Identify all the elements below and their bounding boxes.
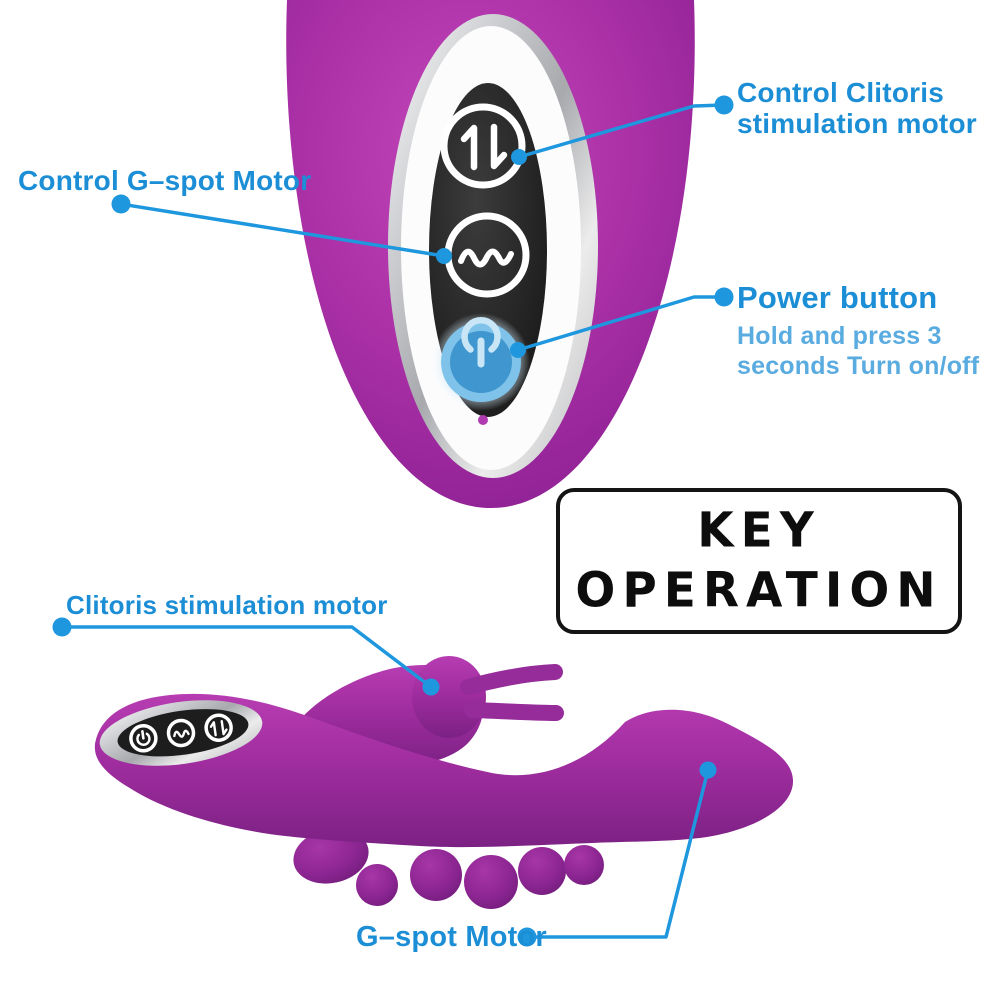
bottom-device [94, 656, 794, 909]
mini-wave-button [166, 718, 196, 748]
label-control-clitoris-line2: stimulation motor [737, 107, 977, 139]
mini-power-button [129, 724, 158, 753]
callout-power-button [510, 287, 734, 358]
callout-control-clitoris [511, 95, 734, 165]
bead [410, 849, 462, 901]
rabbit-ears [460, 664, 564, 721]
power-button [432, 313, 530, 411]
bead [464, 855, 518, 909]
label-power-button: Power button Hold and press 3 seconds Tu… [737, 280, 980, 381]
top-device [286, 0, 695, 508]
mini-speed-arrows-button [204, 713, 233, 742]
label-control-clitoris: Control Clitoris stimulation motor [737, 77, 977, 140]
top-panel-notch [478, 415, 488, 425]
bead [356, 864, 398, 906]
rabbit-head [412, 656, 486, 738]
bead [518, 847, 566, 895]
bottom-device-body [94, 693, 794, 848]
speed-arrows-icon [460, 123, 508, 171]
label-control-clitoris-line1: Control Clitoris [737, 77, 944, 108]
label-clitoris-motor: Clitoris stimulation motor [66, 590, 388, 620]
label-gspot-motor: G–spot Motor [356, 921, 547, 953]
callout-lines [52, 95, 734, 947]
power-button-title: Power button [737, 280, 938, 315]
callout-clitoris-motor [52, 617, 440, 696]
bead [564, 845, 604, 885]
key-operation-badge: KEY OPERATION [556, 488, 962, 634]
callout-gspot-motor [517, 761, 717, 947]
bead-chain [293, 828, 604, 909]
power-icon [461, 317, 501, 368]
label-control-gspot: Control G–spot Motor [18, 165, 312, 196]
wave-icon [458, 248, 514, 268]
key-operation-line2: OPERATION [575, 562, 943, 619]
callout-control-gspot [111, 194, 452, 264]
bottom-control-panel [99, 700, 263, 766]
power-button-desc: Hold and press 3 seconds Turn on/off [737, 322, 980, 380]
key-operation-line1: KEY [697, 502, 821, 559]
speed-button [440, 103, 526, 189]
